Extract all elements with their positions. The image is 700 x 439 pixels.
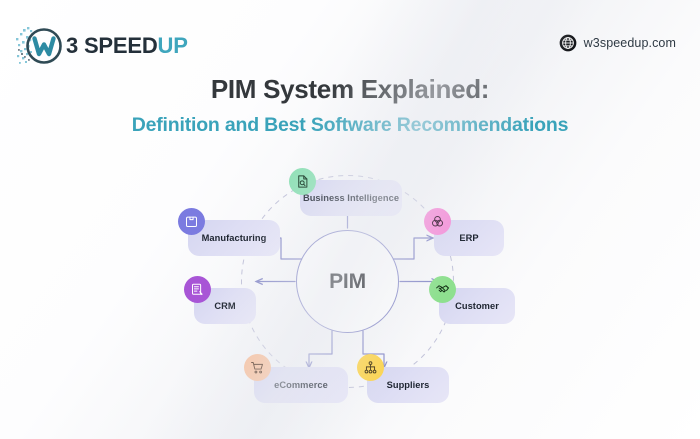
node-label-suppliers: Suppliers (386, 380, 430, 390)
customer-bubble (429, 276, 456, 303)
globe-icon (559, 34, 577, 52)
node-label-manufacturing: Manufacturing (201, 233, 267, 243)
handshake-icon (436, 285, 449, 293)
shopping-cart-icon (251, 362, 263, 374)
brand-wordmark: 3 SPEEDUP (66, 33, 188, 59)
website-url-text: w3speedup.com (583, 36, 676, 50)
pim-hub-diagram: PIM Business Intelligence ERP (176, 158, 524, 403)
hub-label: PIM (329, 269, 366, 293)
org-chart-icon (364, 361, 377, 374)
node-label-business-intelligence: Business Intelligence (302, 193, 400, 203)
brand-word-dark: 3 SPEED (66, 33, 158, 58)
venn-diagram-icon (432, 216, 443, 227)
ecommerce-bubble (244, 354, 271, 381)
hub-pim-circle: PIM (296, 230, 399, 333)
crm-bubble (184, 276, 211, 303)
document-edit-icon (192, 283, 203, 296)
page-title: PIM System Explained: (210, 74, 490, 104)
erp-bubble (424, 208, 451, 235)
website-badge[interactable]: w3speedup.com (559, 34, 676, 52)
manufacturing-bubble (178, 208, 205, 235)
node-label-erp: ERP (459, 233, 479, 243)
brand-logo: 3 SPEEDUP (14, 22, 188, 70)
page-subtitle: Definition and Best Software Recommendat… (131, 114, 569, 136)
document-search-icon (298, 175, 308, 188)
w3speedup-w-circle-logo (16, 27, 62, 64)
business-intelligence-bubble (289, 168, 316, 195)
node-label-ecommerce: eCommerce (274, 380, 328, 390)
suppliers-bubble (357, 354, 384, 381)
box-package-icon (186, 216, 197, 227)
brand-word-accent: UP (157, 33, 188, 58)
node-label-crm: CRM (214, 301, 236, 311)
node-label-customer: Customer (455, 301, 499, 311)
